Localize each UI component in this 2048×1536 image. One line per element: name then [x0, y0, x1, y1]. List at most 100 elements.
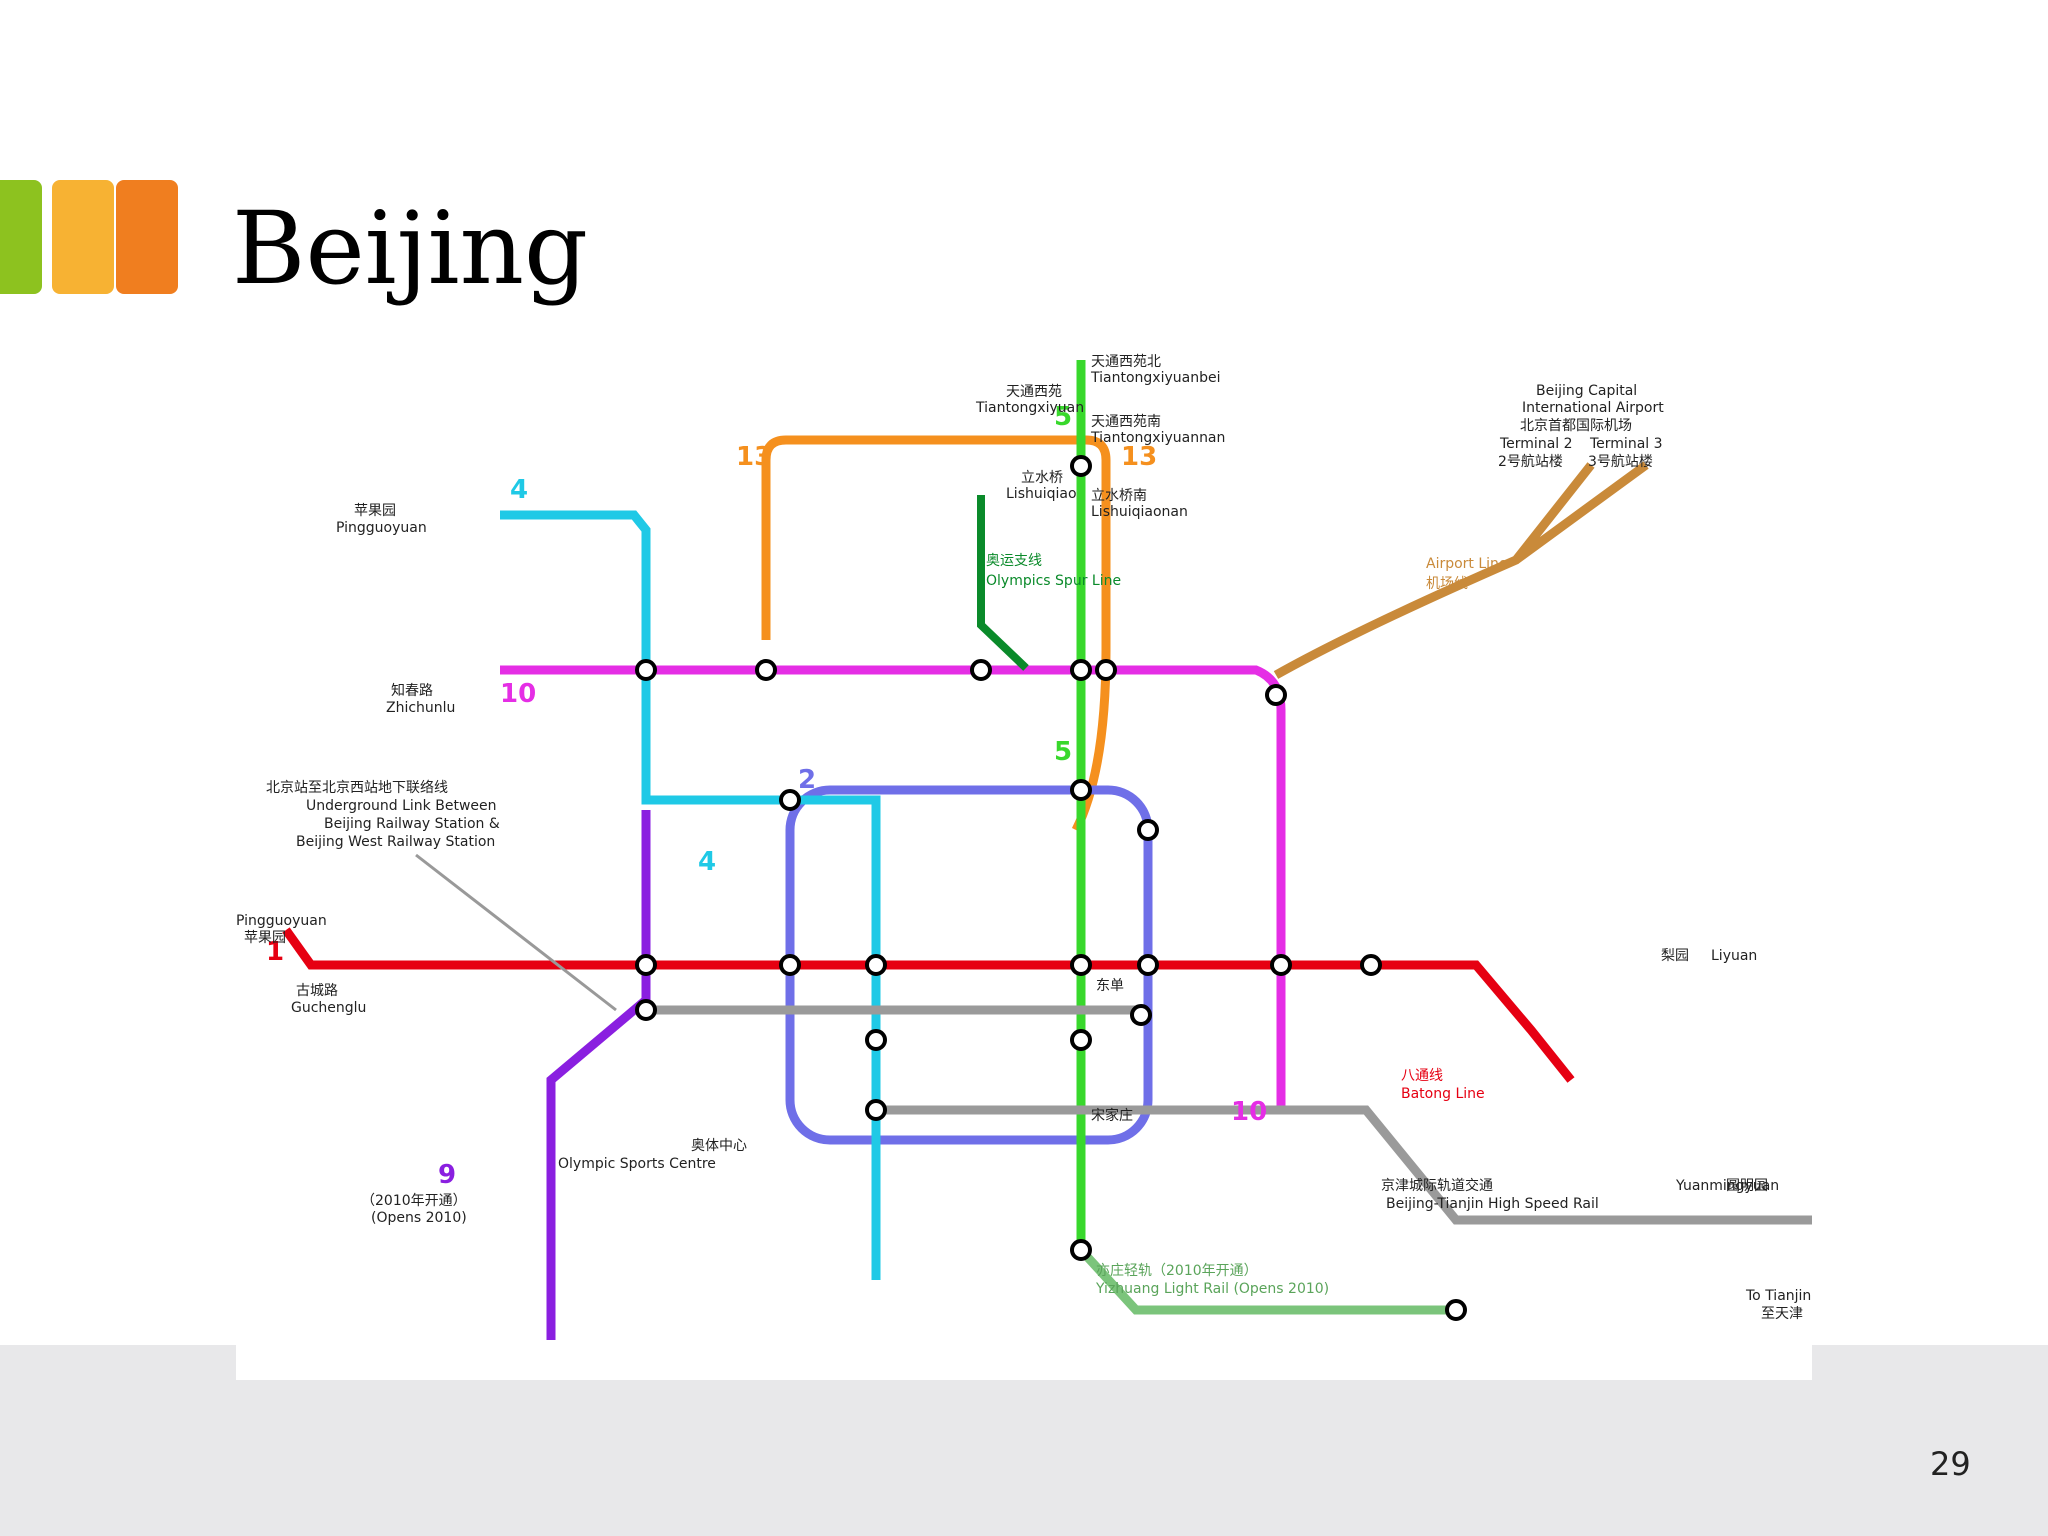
underground-link-note-en3: Beijing West Railway Station [296, 834, 495, 850]
station-label: 梨园 [1661, 948, 1689, 964]
terminal-2-en: Terminal 2 [1499, 436, 1573, 452]
to-tianjin-en: To Tianjin [1745, 1288, 1811, 1304]
line-number-5: 5 [1054, 402, 1072, 432]
subway-map: 13 13 5 5 4 4 10 10 1 2 9 奥运支线 Olympics … [236, 350, 1812, 1380]
line-number-2: 2 [798, 765, 816, 795]
page-number: 29 [1930, 1445, 1971, 1483]
line9-opening-en: (Opens 2010) [371, 1210, 467, 1226]
line9-opening-cn: （2010年开通） [361, 1193, 467, 1209]
line-9-track [546, 810, 651, 1340]
station-label: 天通西苑 [1006, 384, 1062, 400]
station-label: Guchenglu [291, 1000, 366, 1016]
underground-link-note-en2: Beijing Railway Station & [324, 816, 500, 832]
station-xuanwumen[interactable] [865, 1029, 887, 1051]
station-label: Tiantongxiyuannan [1090, 430, 1225, 446]
station-guomao[interactable] [1270, 954, 1292, 976]
station-label: 宋家庄 [1091, 1107, 1133, 1124]
station-label: Liyuan [1711, 948, 1757, 964]
station-sihui[interactable] [1360, 954, 1382, 976]
batong-line-name-cn: 八通线 [1401, 1068, 1443, 1084]
station-label: Tiantongxiyuanbei [1090, 370, 1220, 386]
line-number-1: 1 [266, 937, 284, 967]
airport-line-track [1273, 461, 1649, 679]
terminal-3-en: Terminal 3 [1589, 436, 1663, 452]
station-label: Lishuiqiaonan [1091, 504, 1188, 520]
station-lishuiqiao[interactable] [1070, 455, 1092, 477]
station-beijing-railway[interactable] [1130, 1004, 1152, 1026]
yizhuang-line-name-en: Yizhuang Light Rail (Opens 2010) [1095, 1281, 1329, 1297]
station-label: 天通西苑南 [1091, 414, 1161, 430]
hsr-name-cn: 京津城际轨道交通 [1381, 1177, 1493, 1194]
line-number-5b: 5 [1054, 737, 1072, 767]
underground-link-arrow [415, 853, 617, 1012]
airport-name-en2: International Airport [1522, 400, 1664, 416]
hsr-track [646, 1005, 1812, 1225]
station-beijing-south[interactable] [865, 1099, 887, 1121]
line-number-4: 4 [510, 475, 528, 505]
station-label: 圆明园 [1726, 1178, 1768, 1194]
station-zhichunlu[interactable] [755, 659, 777, 681]
line-number-10: 10 [500, 679, 536, 709]
station-yonghegong[interactable] [1070, 779, 1092, 801]
line-1-track [282, 927, 1575, 1083]
station-beitucheng[interactable] [1070, 659, 1092, 681]
station-chongwenmen[interactable] [1070, 1029, 1092, 1051]
line-number-13b: 13 [1121, 442, 1157, 472]
station-label: 苹果园 [354, 503, 396, 519]
station-label: 古城路 [296, 983, 338, 999]
station-label: 立水桥 [1021, 470, 1063, 486]
batong-line-name-en: Batong Line [1401, 1086, 1485, 1102]
station-sanyuanqiao[interactable] [1265, 684, 1287, 706]
line-number-9: 9 [438, 1160, 456, 1190]
line-10-track [500, 665, 1286, 1110]
airport-line-name-en: Airport Line [1426, 556, 1508, 572]
airport-name-en1: Beijing Capital [1536, 383, 1637, 399]
station-jianguomen[interactable] [1137, 954, 1159, 976]
yizhuang-line-name-cn: 亦庄轻轨（2010年开通） [1096, 1262, 1258, 1279]
station-fuxingmen[interactable] [779, 954, 801, 976]
accent-tile-orange [116, 180, 178, 294]
olympic-spur-track [977, 495, 1029, 671]
station-xizhimen[interactable] [779, 789, 801, 811]
station-songjiazhuang[interactable] [1070, 1239, 1092, 1261]
to-tianjin-cn: 至天津 [1761, 1306, 1803, 1322]
station-label: 奥体中心 [691, 1137, 747, 1154]
station-label: Tiantongxiyuan [975, 400, 1084, 416]
station-label: Olympic Sports Centre [558, 1156, 716, 1172]
station-ciquzhen[interactable] [1445, 1299, 1467, 1321]
terminal-3-cn: 3号航站楼 [1588, 454, 1653, 470]
station-label: Zhichunlu [386, 700, 455, 716]
underground-link-note-cn: 北京站至北京西站地下联络线 [266, 780, 448, 796]
subway-map-svg: 13 13 5 5 4 4 10 10 1 2 9 奥运支线 Olympics … [236, 354, 1812, 1340]
line-number-4b: 4 [698, 847, 716, 877]
line-number-13: 13 [736, 442, 772, 472]
olympic-spur-name-cn: 奥运支线 [986, 552, 1042, 569]
station-military-museum[interactable] [635, 954, 657, 976]
station-dongzhimen[interactable] [1137, 819, 1159, 841]
olympic-spur-name-en: Olympics Spur Line [986, 573, 1121, 589]
station-huangzhuang[interactable] [635, 659, 657, 681]
accent-tile-green [0, 180, 42, 294]
station-label: Pingguoyuan [236, 913, 327, 929]
slide-title: Beijing [232, 190, 589, 307]
yizhuang-line-track [1077, 1246, 1456, 1315]
accent-tile-yellow [52, 180, 114, 294]
station-label: 东单 [1096, 978, 1124, 994]
line-number-10b: 10 [1231, 1097, 1267, 1127]
station-label: 天通西苑北 [1091, 354, 1161, 370]
station-label: 知春路 [391, 682, 433, 699]
station-beijing-west[interactable] [635, 999, 657, 1021]
station-xiongmaohuandao[interactable] [970, 659, 992, 681]
station-shaoyaoju[interactable] [1095, 659, 1117, 681]
station-label: 苹果园 [244, 930, 286, 946]
terminal-2-cn: 2号航站楼 [1498, 454, 1563, 470]
airport-name-cn: 北京首都国际机场 [1520, 418, 1632, 434]
station-label: Pingguoyuan [336, 520, 427, 536]
line-13-track [761, 435, 1111, 833]
station-dongdan[interactable] [1070, 954, 1092, 976]
station-label: Lishuiqiao [1006, 486, 1077, 502]
station-xidan[interactable] [865, 954, 887, 976]
airport-line-name-cn: 机场线 [1426, 576, 1468, 592]
station-label: 立水桥南 [1091, 488, 1147, 504]
station-label: Yuanmingyuan [1675, 1178, 1779, 1194]
